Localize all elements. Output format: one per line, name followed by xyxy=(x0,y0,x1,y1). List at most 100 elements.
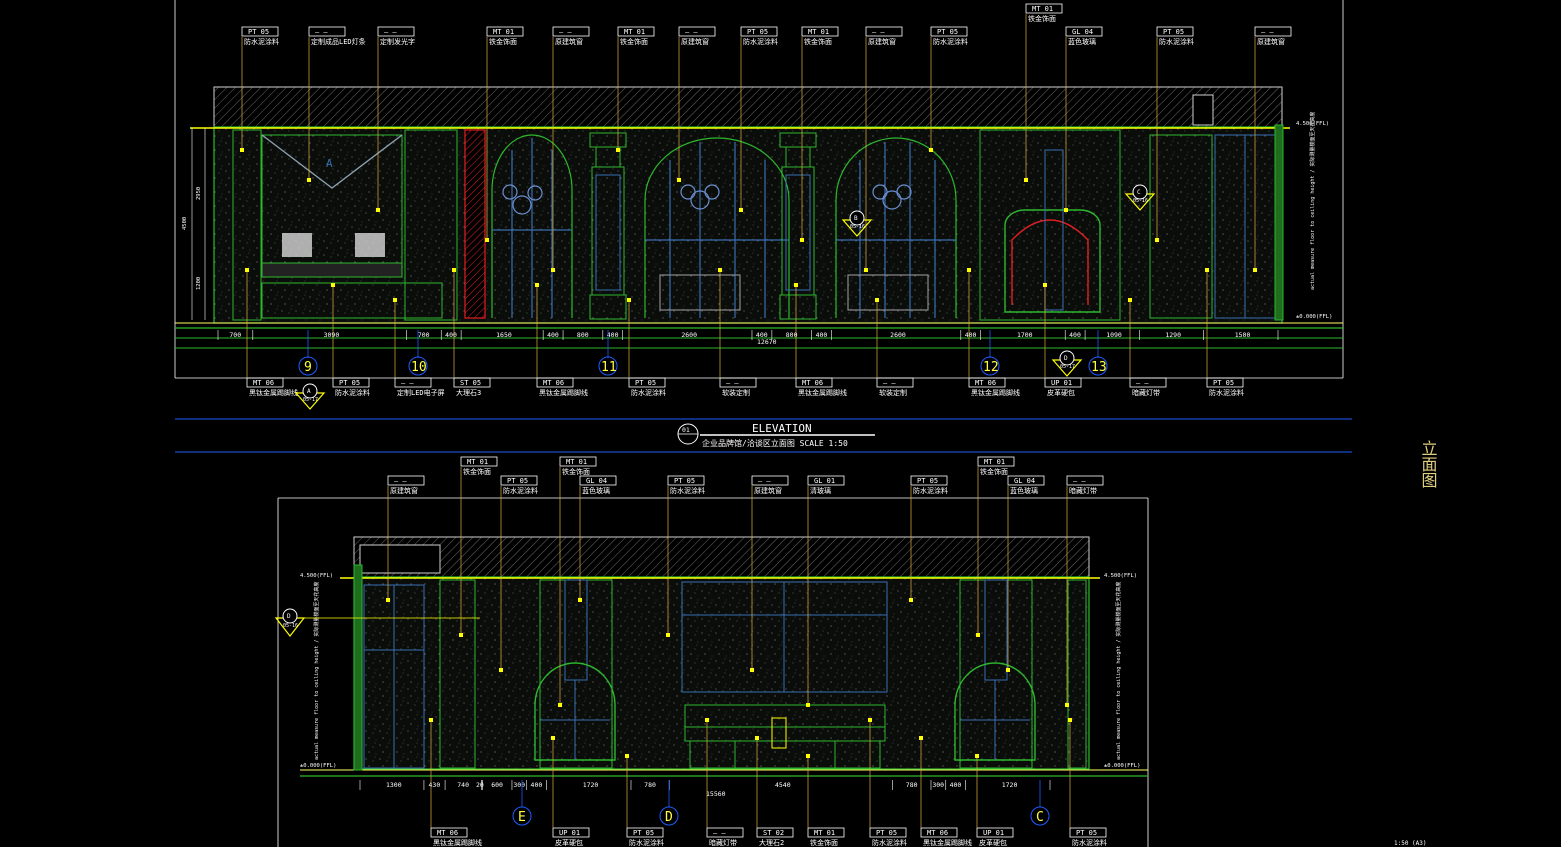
grid-circle xyxy=(512,806,532,826)
feature-wall-right xyxy=(979,124,1284,321)
dimension-value: 1700 xyxy=(1017,331,1033,339)
material-desc: 皮革硬包 xyxy=(979,838,1007,847)
dimension-value: 3090 xyxy=(324,331,340,339)
material-code: MT 01 xyxy=(566,458,587,466)
marble-column xyxy=(464,129,486,319)
material-tag: — —原建筑窗 xyxy=(751,475,789,495)
material-code: MT 06 xyxy=(927,829,948,837)
arch-window-3 xyxy=(835,137,957,318)
material-tag: — —原建筑窗 xyxy=(1254,26,1292,46)
material-code: PT 05 xyxy=(339,379,360,387)
callout-ref: 05-16 xyxy=(850,224,865,230)
level-top-2-right: 4.500(FFL) xyxy=(1104,573,1137,579)
scale-note: 1:50 (A3) xyxy=(1394,840,1427,847)
leader-marker xyxy=(616,148,620,152)
material-code: PT 05 xyxy=(747,28,768,36)
material-code: — — xyxy=(883,379,896,387)
dimension-value: 2600 xyxy=(681,331,697,339)
leader-marker xyxy=(806,703,810,707)
material-code: PT 05 xyxy=(1163,28,1184,36)
material-code: — — xyxy=(685,28,698,36)
material-desc: 防水泥涂料 xyxy=(933,37,968,46)
material-tag: — —定制LED电子屏 xyxy=(394,377,445,397)
dimension-value: 1300 xyxy=(386,781,402,789)
leader-marker xyxy=(1068,718,1072,722)
material-code: GL 04 xyxy=(586,477,607,485)
material-code: MT 01 xyxy=(1032,5,1053,13)
material-desc: 铁金饰面 xyxy=(980,467,1008,476)
material-desc: 铁金饰面 xyxy=(562,467,590,476)
material-code: UP 01 xyxy=(559,829,580,837)
material-desc: 软装定制 xyxy=(722,388,750,397)
dimension-value: 700 xyxy=(418,331,430,339)
material-desc: 防水泥涂料 xyxy=(1072,838,1107,847)
leader-marker xyxy=(1205,268,1209,272)
material-desc: 防水泥涂料 xyxy=(629,838,664,847)
material-code: UP 01 xyxy=(1051,379,1072,387)
grid-label: E xyxy=(518,810,526,825)
leader-marker xyxy=(1128,298,1132,302)
total-dimension-2: 15560 xyxy=(706,790,726,798)
dimension-value: 2600 xyxy=(890,331,906,339)
dimension-value: 430 xyxy=(429,781,441,789)
leader-marker xyxy=(929,148,933,152)
title-subtitle: 企业品牌馆/洽谈区立面图 SCALE 1:50 xyxy=(702,438,848,448)
callout-letter: C xyxy=(1137,189,1141,196)
elevation-1: A xyxy=(174,0,1352,453)
material-desc: 防水泥涂料 xyxy=(503,486,538,495)
callout-ref: 05-17 xyxy=(303,397,318,403)
leader-marker xyxy=(535,283,539,287)
material-desc: 黑钛金属踢脚线 xyxy=(798,388,847,397)
leader-marker xyxy=(459,633,463,637)
material-tag: — —软装定制 xyxy=(719,377,757,397)
leader-marker xyxy=(1064,208,1068,212)
material-desc: 原建筑窗 xyxy=(555,37,583,46)
dimension-value: 780 xyxy=(644,781,656,789)
level-top: 4.500(FFL) xyxy=(1296,121,1329,127)
callout-circle xyxy=(849,210,865,226)
material-desc: 原建筑窗 xyxy=(754,486,782,495)
callout-circle xyxy=(1132,184,1148,200)
leader-marker xyxy=(1065,703,1069,707)
level-top-2: 4.500(FFL) xyxy=(300,573,333,579)
material-code: MT 01 xyxy=(814,829,835,837)
material-code: PT 05 xyxy=(674,477,695,485)
dimension-value: 700 xyxy=(229,331,241,339)
leader-marker xyxy=(750,668,754,672)
material-desc: 防水泥涂料 xyxy=(872,838,907,847)
leader-marker xyxy=(739,208,743,212)
callout-letter: B xyxy=(854,215,858,222)
dimension-value: 400 xyxy=(1069,331,1081,339)
material-code: PT 05 xyxy=(917,477,938,485)
dimension-value: 20 xyxy=(476,781,484,789)
dimension-value: 780 xyxy=(906,781,918,789)
dimension-value: 400 xyxy=(816,331,828,339)
leader-marker xyxy=(551,736,555,740)
leader-marker xyxy=(1043,283,1047,287)
leader-marker xyxy=(718,268,722,272)
leader-marker xyxy=(868,718,872,722)
material-code: — — xyxy=(726,379,739,387)
svg-text:D: D xyxy=(287,613,291,620)
material-desc: 大理石2 xyxy=(759,838,784,847)
svg-text:2950: 2950 xyxy=(196,187,202,200)
leader-marker xyxy=(875,298,879,302)
leader-marker xyxy=(976,633,980,637)
vertical-note-2: actual measure floor to ceiling height /… xyxy=(313,582,320,760)
grid-label: 9 xyxy=(304,360,312,375)
material-desc: 原建筑窗 xyxy=(868,37,896,46)
material-desc: 大理石3 xyxy=(456,388,481,397)
dimension-value: 4540 xyxy=(775,781,791,789)
grid-circle xyxy=(298,356,318,376)
